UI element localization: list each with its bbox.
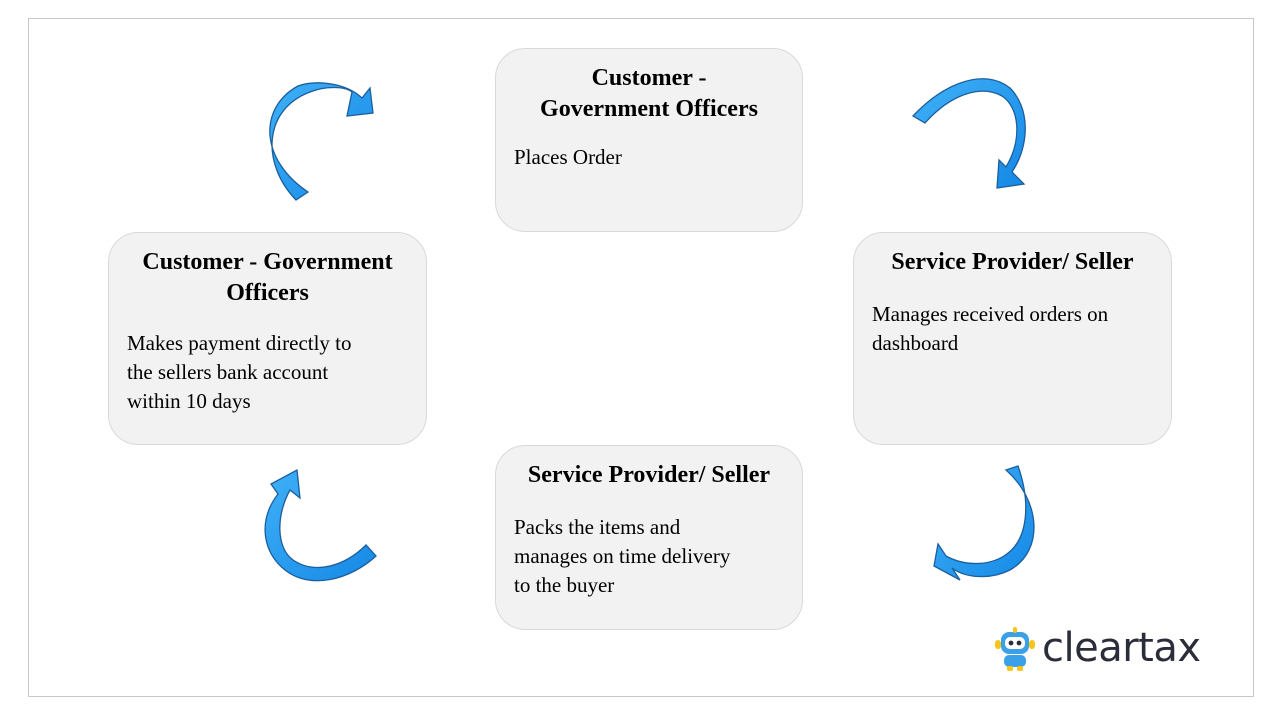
node-description: Makes payment directly to the sellers ba… — [127, 331, 352, 413]
node-title: Service Provider/ Seller — [891, 249, 1134, 275]
node-customer-makes-payment: Customer - Government Officers Makes pay… — [108, 232, 427, 445]
node-description: Packs the items and manages on time deli… — [514, 515, 731, 597]
node-seller-packs-items: Service Provider/ Seller Packs the items… — [495, 445, 803, 630]
node-description: Manages received orders on dashboard — [872, 302, 1109, 355]
node-title: Service Provider/ Seller — [527, 462, 771, 488]
cleartax-logo: cleartax — [990, 624, 1230, 674]
robot-mascot-icon — [995, 627, 1035, 671]
node-seller-manages-orders: Service Provider/ Seller Manages receive… — [853, 232, 1172, 445]
node-title: Customer - Government Officers — [142, 249, 393, 306]
node-customer-places-order: Customer - Government Officers Places Or… — [495, 48, 803, 232]
brand-name: cleartax — [1042, 625, 1201, 671]
node-description: Places Order — [514, 145, 622, 169]
node-title: Customer - Government Officers — [540, 65, 758, 122]
